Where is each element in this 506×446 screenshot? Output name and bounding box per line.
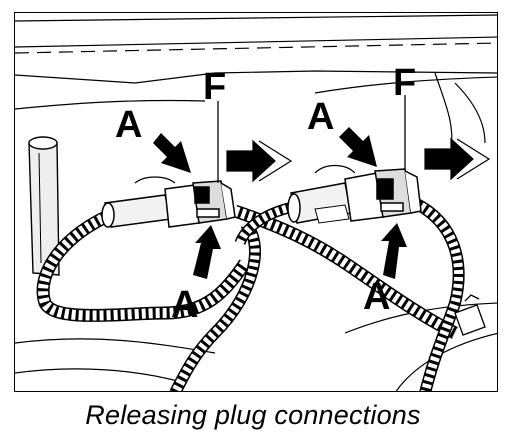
figure-caption: Releasing plug connections bbox=[85, 400, 421, 430]
label-f-right: F bbox=[393, 62, 416, 104]
post-part bbox=[28, 136, 60, 276]
label-f-left: F bbox=[203, 66, 226, 108]
label-a-right-top: A bbox=[307, 96, 334, 138]
label-a-right-bottom: A bbox=[363, 276, 390, 318]
wiring-harness-left bbox=[36, 206, 261, 391]
f-leader-lines bbox=[217, 95, 406, 183]
wiring-harness-right bbox=[232, 197, 465, 391]
label-a-left-top: A bbox=[115, 104, 142, 146]
harness-clip bbox=[454, 294, 486, 336]
a-callout-arrows bbox=[153, 127, 407, 279]
plug-connector-left bbox=[101, 176, 236, 228]
direction-arrows bbox=[226, 137, 491, 183]
plug-connection-illustration: A F A A F A bbox=[15, 14, 497, 391]
label-a-left-bottom: A bbox=[171, 284, 198, 326]
plug-connector-right bbox=[287, 164, 422, 224]
illustration-frame: A F A A F A bbox=[14, 12, 498, 392]
